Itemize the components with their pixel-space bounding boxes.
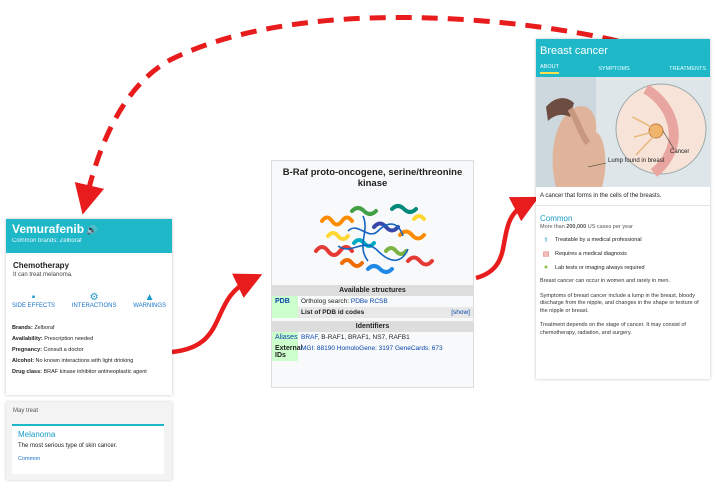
may-treat-heading: May treat [13, 408, 39, 414]
speaker-icon[interactable]: 🔊 [86, 225, 98, 235]
condition-desc: The most serious type of skin cancer. [18, 443, 118, 449]
cancer-label: Cancer [670, 149, 689, 155]
condition-card-melanoma[interactable]: Melanoma The most serious type of skin c… [12, 424, 164, 474]
lab-icon: ● [543, 264, 549, 271]
breast-illustration: Cancer Lump found in breast [536, 77, 710, 187]
interactions-button[interactable]: ⚙ INTERACTIONS [72, 292, 117, 309]
tab-about[interactable]: ABOUT [540, 64, 559, 74]
aliases-row: Aliases BRAF, B-RAF1, BRAF1, NS7, RAFB1 [272, 332, 473, 343]
fact-row: Brands: Zelboraf [12, 325, 55, 331]
condition-paragraph: Symptoms of breast cancer include a lump… [540, 292, 699, 314]
side-effects-icon: ▪ [31, 292, 36, 303]
aliases-label[interactable]: Aliases [272, 332, 298, 343]
warning-icon: ▲ [144, 292, 155, 303]
condition-title: Breast cancer [540, 45, 608, 57]
external-ids-value[interactable]: MGI: 88190 HomoloGene: 3197 GeneCards: 6… [301, 345, 443, 352]
fact-row: Alcohol: No known interactions with ligh… [12, 358, 134, 364]
warnings-button[interactable]: ▲ WARNINGS [133, 292, 166, 309]
condition-paragraph: Treatment depends on the stage of cancer… [540, 322, 686, 336]
interactions-icon: ⚙ [89, 292, 99, 303]
pdb-list-label: List of PDB id codes [301, 309, 365, 316]
drug-actions: ▪ SIDE EFFECTS ⚙ INTERACTIONS ▲ WARNINGS [6, 278, 172, 309]
drug-card: Vemurafenib🔊 Common brands: Zelboraf Che… [6, 219, 172, 395]
doctor-icon: ⚕ [544, 237, 548, 244]
feature-row: ● Lab tests or imaging always required [540, 264, 706, 271]
infobox-title: B-Raf proto-oncogene, serine/threonine k… [282, 167, 463, 189]
pdb-row: PDB Ortholog search: PDBe RCSB List of P… [272, 296, 473, 318]
available-structures-header: Available structures [272, 285, 473, 296]
condition-name: Melanoma [18, 430, 56, 439]
interactions-label: INTERACTIONS [71, 303, 117, 309]
drug-class-heading: Chemotherapy [13, 261, 70, 270]
drug-class-desc: It can treat melanoma. [13, 272, 73, 278]
fact-row: Drug class: BRAF kinase inhibitor antine… [12, 369, 147, 375]
condition-description: A cancer that forms in the cells of the … [536, 187, 710, 206]
side-effects-button[interactable]: ▪ SIDE EFFECTS [12, 292, 55, 309]
ortholog-prefix: Ortholog search: [301, 298, 351, 305]
external-ids-row: External IDs MGI: 88190 HomoloGene: 3197… [272, 343, 473, 361]
feature-row: ⚕ Treatable by a medical professional [540, 236, 706, 244]
show-toggle[interactable]: [show] [451, 309, 470, 316]
fact-row: Pregnancy: Consult a doctor [12, 347, 84, 353]
condition-paragraph: Breast cancer can occur in women and rar… [540, 278, 670, 284]
drug-header: Vemurafenib🔊 Common brands: Zelboraf [6, 219, 172, 253]
drug-facts: Brands: Zelboraf Availability: Prescript… [6, 309, 172, 378]
external-ids-label: External IDs [272, 343, 303, 361]
side-effects-label: SIDE EFFECTS [12, 303, 56, 309]
ortholog-links[interactable]: PDBe RCSB [350, 298, 388, 305]
identifiers-header: Identifiers [272, 321, 473, 332]
protein-structure-image [313, 204, 434, 274]
condition-rarity-heading: Common [540, 214, 573, 223]
aliases-rest: , B-RAF1, BRAF1, NS7, RAFB1 [317, 334, 410, 341]
protein-infobox: B-Raf proto-oncogene, serine/threonine k… [271, 160, 474, 388]
case-count: More than 200,000 US cases per year [540, 224, 633, 230]
pdb-list-row: List of PDB id codes [show] [298, 307, 473, 318]
lump-label: Lump found in breast [608, 158, 665, 164]
braf-link[interactable]: BRAF [301, 334, 318, 341]
condition-header: Breast cancer ABOUT SYMPTOMS TREATMENTS [536, 39, 710, 77]
tab-symptoms[interactable]: SYMPTOMS [598, 66, 630, 72]
arrow-drug-to-protein [171, 273, 263, 355]
pdb-label[interactable]: PDB [272, 296, 298, 318]
condition-card-breast-cancer: Breast cancer ABOUT SYMPTOMS TREATMENTS … [536, 39, 710, 379]
warnings-label: WARNINGS [133, 303, 166, 309]
tab-treatments[interactable]: TREATMENTS [669, 66, 706, 72]
may-treat-card: May treat Melanoma The most serious type… [6, 402, 172, 480]
condition-rarity: Common [18, 456, 41, 462]
drug-name: Vemurafenib [12, 222, 85, 236]
fact-row: Availability: Prescription needed [12, 336, 94, 342]
drug-brands: Common brands: Zelboraf [12, 238, 82, 244]
clipboard-icon: ▤ [542, 251, 550, 258]
condition-tabs: ABOUT SYMPTOMS TREATMENTS [536, 61, 710, 77]
arrow-protein-to-cancer [475, 196, 540, 281]
feature-row: ▤ Requires a medical diagnosis [540, 250, 706, 258]
